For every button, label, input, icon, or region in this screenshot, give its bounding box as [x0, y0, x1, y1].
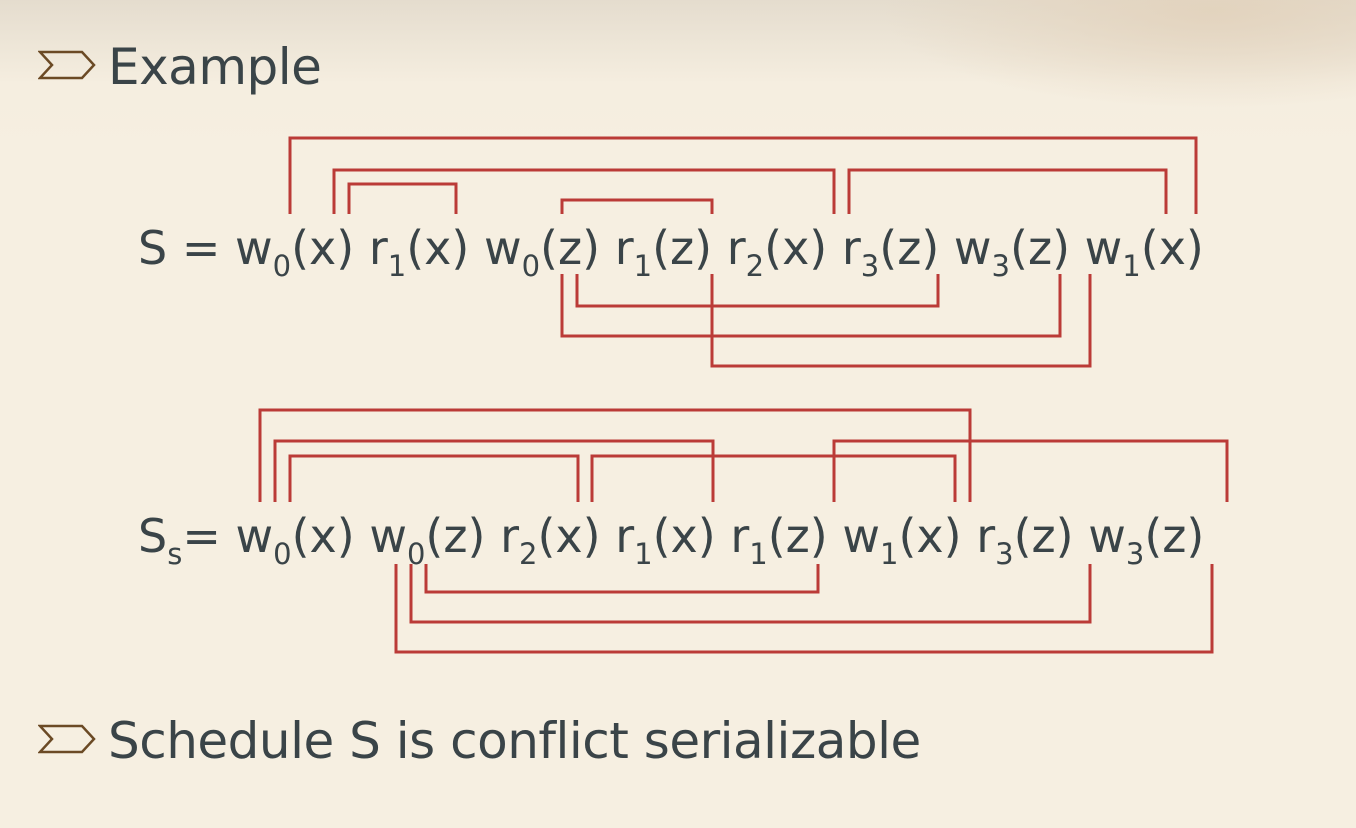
schedule-diagram: S = w0(x) r1(x) w0(z) r1(z) r2(x) r3(z) … — [138, 136, 1229, 654]
operation-item: (z) — [540, 221, 615, 275]
schedule-ss-connectors-below — [394, 564, 1214, 654]
connector-s-w0z-w3z — [560, 274, 1062, 338]
connector-s-r2x-w1x — [847, 168, 1168, 214]
connector-ss-r2x-w1x — [590, 454, 957, 502]
bullet-example-text: Example — [108, 38, 322, 96]
connector-ss-w0z-r3z — [409, 564, 1092, 624]
operation-type: r — [615, 509, 634, 563]
connector-s-r1x-w0x — [332, 168, 836, 214]
operation-type: r — [727, 221, 746, 275]
schedule-equals: = — [182, 509, 235, 563]
schedule-ss-connectors-above — [258, 408, 1229, 502]
operation-transaction-subscript: 1 — [1122, 249, 1140, 283]
operation-transaction-subscript: 0 — [407, 537, 425, 571]
operation-item: (x) — [898, 509, 976, 563]
connector-ss-w0x-r2x — [288, 454, 580, 502]
operation-type: w — [369, 509, 407, 563]
operation-item: (z) — [879, 221, 954, 275]
schedule-name: S — [138, 509, 167, 563]
operation-transaction-subscript: 0 — [522, 249, 540, 283]
connector-s-w0z-r3z — [575, 274, 940, 308]
operation-item: (x) — [291, 221, 369, 275]
schedule-s-connectors-below — [560, 274, 1092, 368]
operation-type: w — [1088, 509, 1126, 563]
operation-type: r — [369, 221, 388, 275]
operation-transaction-subscript: 1 — [388, 249, 406, 283]
connector-ss-w0z-w3z — [394, 564, 1214, 654]
operation-item: (z) — [652, 221, 727, 275]
operation-type: w — [235, 509, 273, 563]
operation-item: (z) — [425, 509, 500, 563]
operation-transaction-subscript: 3 — [995, 537, 1013, 571]
operation-item: (x) — [537, 509, 615, 563]
chevron-arrow-icon — [38, 50, 96, 80]
operation-type: r — [842, 221, 861, 275]
schedule-equals: = — [167, 221, 235, 275]
operation-item: (z) — [1014, 509, 1089, 563]
connector-ss-w0z-r1z — [424, 564, 820, 594]
operation-transaction-subscript: 2 — [519, 537, 537, 571]
operation-type: r — [500, 509, 519, 563]
connector-s-w0x-w1x — [288, 136, 1198, 214]
operation-type: r — [615, 221, 634, 275]
operation-transaction-subscript: 1 — [634, 249, 652, 283]
operation-item: (x) — [1141, 221, 1204, 275]
operation-transaction-subscript: 2 — [746, 249, 764, 283]
operation-type: w — [484, 221, 522, 275]
schedule-ss-text: Ss= w0(x) w0(z) r2(x) r1(x) r1(z) w1(x) … — [138, 509, 1204, 571]
operation-type: r — [976, 509, 995, 563]
operation-transaction-subscript: 1 — [880, 537, 898, 571]
operation-item: (x) — [764, 221, 842, 275]
connector-s-w0z-r1z — [560, 198, 714, 214]
schedule-s-text: S = w0(x) r1(x) w0(z) r1(z) r2(x) r3(z) … — [138, 221, 1204, 283]
operation-item: (x) — [653, 509, 731, 563]
operation-item: (x) — [292, 509, 370, 563]
operation-item: (z) — [1144, 509, 1204, 563]
schedule-name-subscript: s — [167, 537, 182, 571]
connector-ss-w0x-w1x — [258, 408, 972, 502]
operation-transaction-subscript: 1 — [634, 537, 652, 571]
connector-ss-r1x-w1x — [832, 439, 1229, 502]
operation-type: r — [730, 509, 749, 563]
operation-type: w — [954, 221, 992, 275]
operation-item: (z) — [768, 509, 843, 563]
operation-transaction-subscript: 1 — [749, 537, 767, 571]
schedule-s-connectors-above — [288, 136, 1198, 214]
connector-ss-w0x-r1x — [273, 439, 715, 502]
connector-s-r1z-w3z — [710, 274, 1092, 368]
operation-transaction-subscript: 3 — [861, 249, 879, 283]
operation-item: (z) — [1010, 221, 1085, 275]
background-texture-accent — [880, 0, 1356, 110]
bullet-conclusion-text: Schedule S is conflict serializable — [108, 712, 921, 770]
operation-transaction-subscript: 3 — [992, 249, 1010, 283]
operation-type: w — [1085, 221, 1123, 275]
operation-transaction-subscript: 0 — [273, 537, 291, 571]
operation-item: (x) — [406, 221, 484, 275]
operation-type: w — [235, 221, 273, 275]
schedule-name: S — [138, 221, 167, 275]
operation-type: w — [842, 509, 880, 563]
chevron-arrow-icon — [38, 724, 96, 754]
connector-s-w0x-r1x — [347, 182, 458, 214]
operation-transaction-subscript: 0 — [273, 249, 291, 283]
operation-transaction-subscript: 3 — [1126, 537, 1144, 571]
